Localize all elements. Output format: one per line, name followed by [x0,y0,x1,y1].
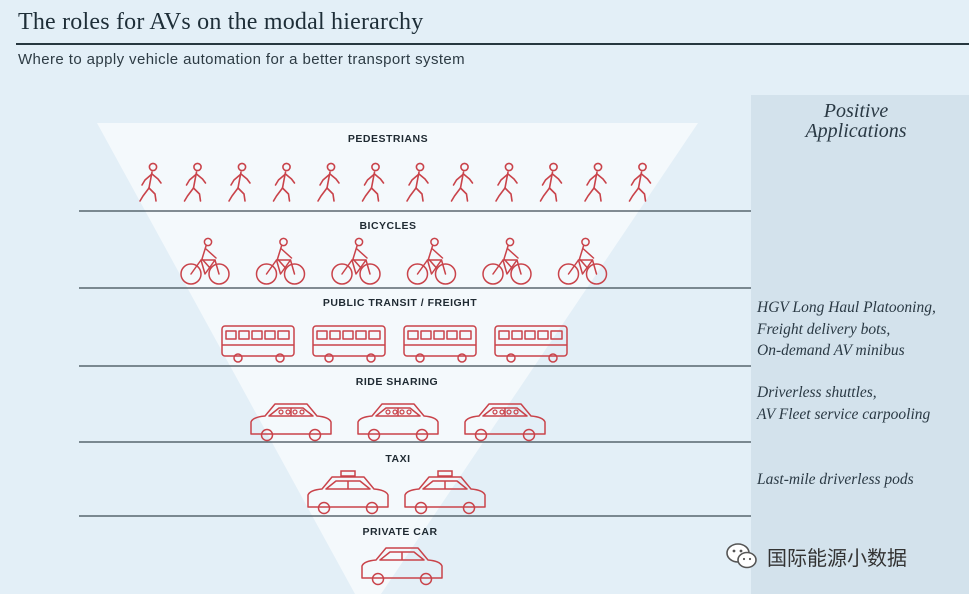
application-item: AV Fleet service carpooling [757,405,931,423]
page-subtitle: Where to apply vehicle automation for a … [18,51,466,68]
panel-header: Positive Applications [751,101,961,141]
applications-public-transit: HGV Long Haul Platooning, Freight delive… [757,297,967,362]
title-rule [16,43,969,45]
wechat-icon [726,543,757,569]
tier-label-pedestrians: PEDESTRIANS [347,133,429,145]
applications-ride-sharing: Driverless shuttles, AV Fleet service ca… [757,382,967,425]
applications-taxi: Last-mile driverless pods [757,469,967,491]
application-item: HGV Long Haul Platooning, [757,299,936,316]
panel-header-line1: Positive [823,100,889,122]
application-item: Freight delivery bots, [757,320,891,338]
tier-label-bicycles: BICYCLES [359,220,417,232]
application-item: Driverless shuttles, [757,384,877,401]
watermark: 国际能源小数据 [725,538,907,574]
applications-panel [751,95,969,594]
page-title: The roles for AVs on the modal hierarchy [18,9,424,35]
watermark-text: 国际能源小数据 [767,547,907,570]
application-item: Last-mile driverless pods [757,471,914,488]
application-item: On-demand AV minibus [757,342,905,359]
funnel-background [97,123,698,594]
tier-label-taxi: TAXI [385,453,411,465]
tier-label-private-car: PRIVATE CAR [362,526,438,538]
panel-header-line2: Applications [805,120,907,142]
tier-label-public-transit: PUBLIC TRANSIT / FREIGHT [322,297,478,309]
tier-label-ride-sharing: RIDE SHARING [355,376,439,388]
